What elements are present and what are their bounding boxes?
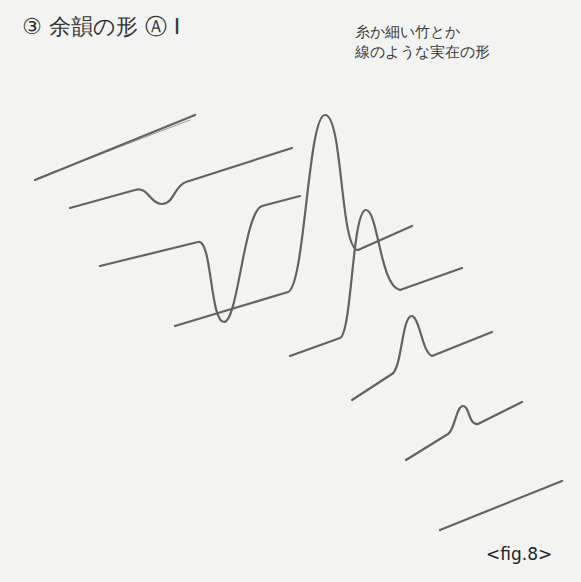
figure-caption: <fig.8> bbox=[486, 544, 552, 564]
figure-title: ③ 余韻の形 Ⓐ I bbox=[22, 12, 180, 42]
handwritten-note: 糸か細い竹とか 線のような実在の形 bbox=[355, 22, 505, 63]
